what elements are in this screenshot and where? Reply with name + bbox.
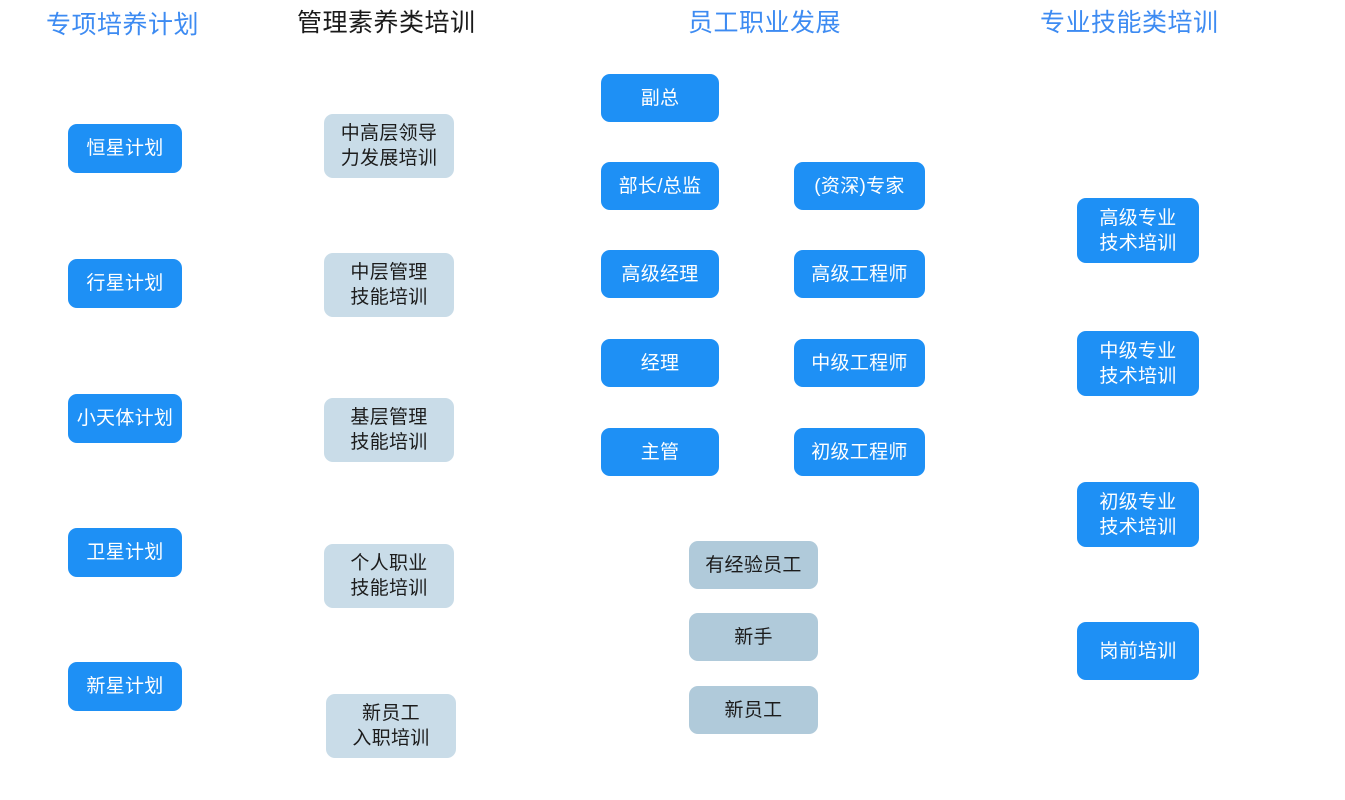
column-title-management-competency-training: 管理素养类培训	[297, 9, 476, 37]
node-employee-career-development-9[interactable]: 有经验员工	[689, 541, 818, 589]
node-employee-career-development-11[interactable]: 新员工	[689, 686, 818, 734]
node-special-training-plan-3[interactable]: 卫星计划	[68, 528, 182, 577]
node-employee-career-development-2[interactable]: (资深)专家	[794, 162, 925, 210]
node-management-competency-training-2[interactable]: 基层管理 技能培训	[324, 398, 454, 462]
node-management-competency-training-3[interactable]: 个人职业 技能培训	[324, 544, 454, 608]
node-employee-career-development-0[interactable]: 副总	[601, 74, 719, 122]
node-employee-career-development-4[interactable]: 高级工程师	[794, 250, 925, 298]
node-professional-skill-training-3[interactable]: 岗前培训	[1077, 622, 1199, 680]
node-special-training-plan-0[interactable]: 恒星计划	[68, 124, 182, 173]
node-management-competency-training-0[interactable]: 中高层领导 力发展培训	[324, 114, 454, 178]
node-management-competency-training-1[interactable]: 中层管理 技能培训	[324, 253, 454, 317]
node-special-training-plan-1[interactable]: 行星计划	[68, 259, 182, 308]
node-special-training-plan-4[interactable]: 新星计划	[68, 662, 182, 711]
node-management-competency-training-4[interactable]: 新员工 入职培训	[326, 694, 456, 758]
column-title-employee-career-development: 员工职业发展	[688, 9, 842, 37]
node-employee-career-development-5[interactable]: 经理	[601, 339, 719, 387]
node-professional-skill-training-1[interactable]: 中级专业 技术培训	[1077, 331, 1199, 396]
node-special-training-plan-2[interactable]: 小天体计划	[68, 394, 182, 443]
node-employee-career-development-1[interactable]: 部长/总监	[601, 162, 719, 210]
node-employee-career-development-6[interactable]: 中级工程师	[794, 339, 925, 387]
column-title-professional-skill-training: 专业技能类培训	[1040, 9, 1219, 37]
node-employee-career-development-3[interactable]: 高级经理	[601, 250, 719, 298]
node-professional-skill-training-2[interactable]: 初级专业 技术培训	[1077, 482, 1199, 547]
node-professional-skill-training-0[interactable]: 高级专业 技术培训	[1077, 198, 1199, 263]
node-employee-career-development-7[interactable]: 主管	[601, 428, 719, 476]
node-employee-career-development-8[interactable]: 初级工程师	[794, 428, 925, 476]
column-title-special-training-plan: 专项培养计划	[46, 11, 200, 39]
node-employee-career-development-10[interactable]: 新手	[689, 613, 818, 661]
